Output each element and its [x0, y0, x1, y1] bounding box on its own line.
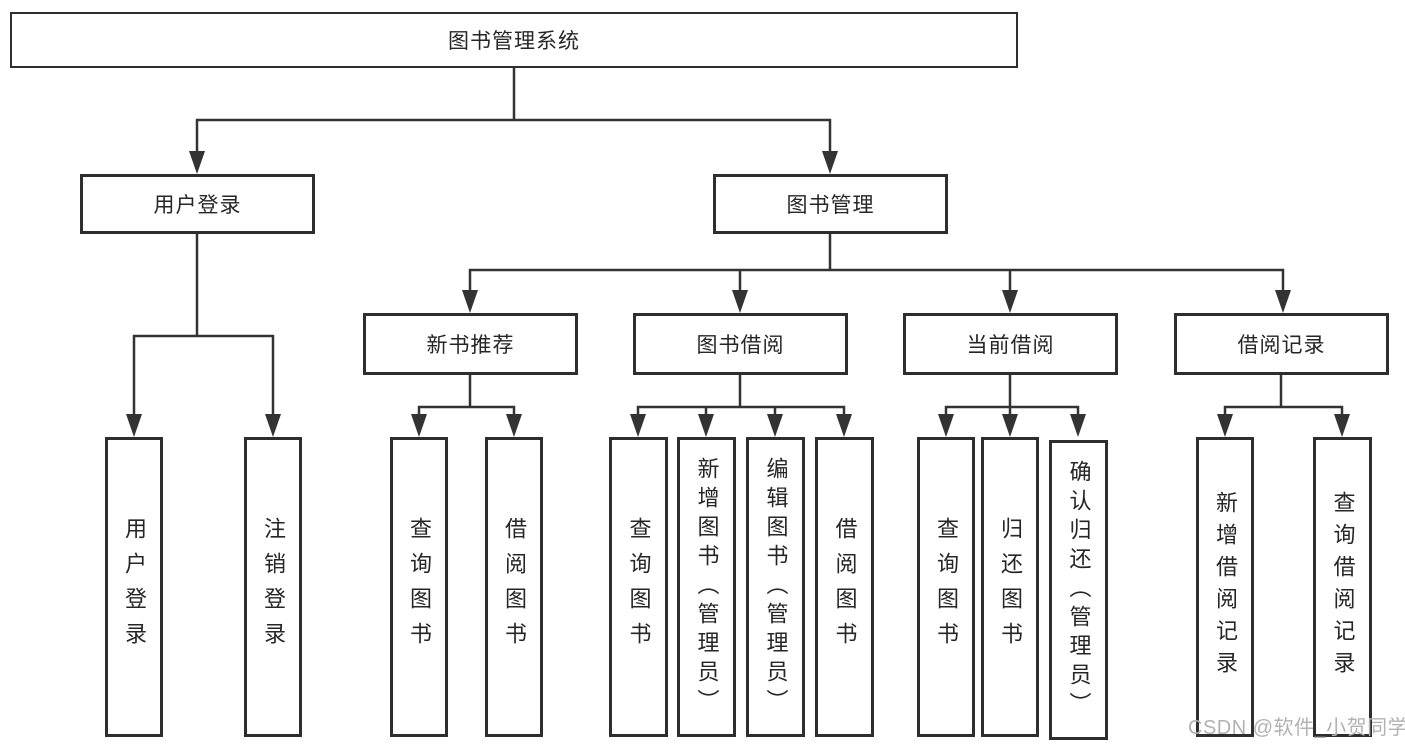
watermark: CSDN @软件_小贺同学: [1188, 717, 1405, 739]
node-book-management: 图书管理: [713, 174, 948, 234]
leaf-query-borrow-record-label: 查询借阅记录: [1330, 491, 1356, 683]
node-root-label: 图书管理系统: [448, 30, 580, 53]
leaf-add-book-admin-label: 新增图书（管理员）: [694, 456, 720, 718]
node-current-borrow-label: 当前借阅: [966, 334, 1055, 357]
node-new-book-recommend-label: 新书推荐: [426, 334, 515, 357]
leaf-edit-book-admin-label: 编辑图书（管理员）: [763, 456, 789, 718]
leaf-borrow-books-recommend: 借阅图书: [485, 437, 543, 737]
leaf-borrow-books-label: 借阅图书: [832, 517, 858, 657]
leaf-query-books-borrow-label: 查询图书: [626, 517, 652, 657]
node-book-borrow-label: 图书借阅: [696, 334, 785, 357]
leaf-query-books-current-label: 查询图书: [934, 517, 959, 657]
leaf-add-book-admin: 新增图书（管理员）: [677, 437, 736, 737]
leaf-query-books-recommend: 查询图书: [390, 437, 448, 737]
leaf-user-login-label: 用户登录: [122, 517, 147, 657]
node-borrow-records: 借阅记录: [1174, 313, 1389, 375]
node-user-login-label: 用户登录: [153, 194, 242, 217]
leaf-query-books-recommend-label: 查询图书: [407, 517, 432, 657]
leaf-return-books: 归还图书: [981, 437, 1039, 737]
leaf-confirm-return-admin: 确认归还（管理员）: [1049, 440, 1108, 740]
leaf-confirm-return-admin-label: 确认归还（管理员）: [1066, 459, 1092, 721]
node-borrow-records-label: 借阅记录: [1237, 334, 1326, 357]
leaf-logout: 注销登录: [244, 437, 302, 737]
node-book-management-label: 图书管理: [786, 194, 875, 217]
node-book-borrow: 图书借阅: [633, 313, 848, 375]
leaf-add-borrow-record: 新增借阅记录: [1196, 437, 1254, 737]
node-root: 图书管理系统: [10, 12, 1018, 68]
leaf-borrow-books-recommend-label: 借阅图书: [502, 517, 527, 657]
leaf-borrow-books: 借阅图书: [815, 437, 874, 737]
node-user-login: 用户登录: [80, 174, 315, 234]
leaf-logout-label: 注销登录: [261, 517, 286, 657]
leaf-user-login: 用户登录: [105, 437, 163, 737]
node-new-book-recommend: 新书推荐: [363, 313, 578, 375]
arrowheads: [126, 151, 1350, 437]
leaf-edit-book-admin: 编辑图书（管理员）: [746, 437, 805, 737]
node-current-borrow: 当前借阅: [903, 313, 1118, 375]
leaf-query-borrow-record: 查询借阅记录: [1313, 437, 1372, 737]
leaf-query-books-borrow: 查询图书: [609, 437, 668, 737]
leaf-query-books-current: 查询图书: [917, 437, 975, 737]
leaf-return-books-label: 归还图书: [998, 517, 1023, 657]
leaf-add-borrow-record-label: 新增借阅记录: [1213, 491, 1238, 683]
